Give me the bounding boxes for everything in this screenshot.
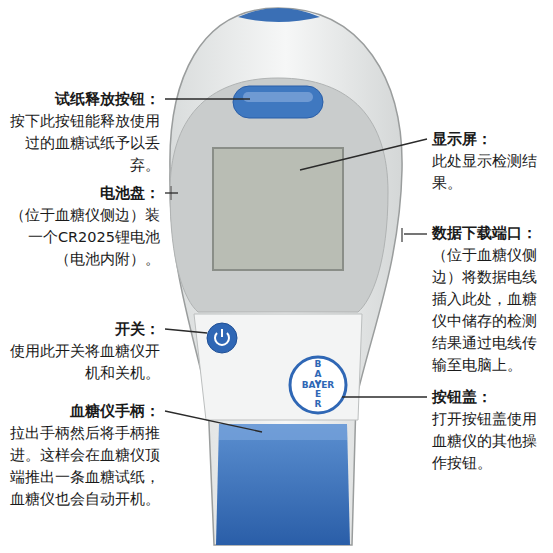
callout-label: 开关：使用此开关将血糖仪开机和关机。: [8, 318, 160, 384]
callout-label: 血糖仪手柄：拉出手柄然后将手柄推进。这样会在血糖仪顶端推出一条血糖试纸，血糖仪也…: [8, 400, 160, 510]
logo-text: BAYER: [314, 360, 323, 409]
part-name: 数据下载端口：: [432, 222, 550, 244]
part-name: 按钮盖：: [432, 386, 550, 408]
part-name: 试纸释放按钮：: [8, 88, 160, 110]
meter-shell: [170, 8, 402, 545]
part-description: 此处显示检测结果。: [432, 150, 550, 194]
logo-ring: [290, 357, 346, 413]
power-button: [207, 323, 237, 353]
callout-label: 电池盘：（位于血糖仪侧边）装一个CR2025锂电池（电池内附）。: [8, 182, 160, 270]
leader-line: [165, 329, 207, 333]
part-description: 按下此按钮能释放使用过的血糖试纸予以丢弃。: [8, 110, 160, 176]
callout-label: 显示屏：此处显示检测结果。: [432, 128, 550, 194]
part-description: 打开按钮盖使用血糖仪的其他操作按钮。: [432, 408, 550, 474]
strip-port: [238, 8, 320, 22]
leader-line: [404, 233, 427, 234]
part-name: 电池盘：: [8, 182, 160, 204]
callout-label: 按钮盖：打开按钮盖使用血糖仪的其他操作按钮。: [432, 386, 550, 474]
part-description: （位于血糖仪侧边）将数据电线插入此处，血糖仪中储存的检测结果通过电线传输至电脑上…: [432, 244, 550, 376]
part-name: 血糖仪手柄：: [8, 400, 160, 422]
leader-line: [165, 192, 178, 193]
button-highlight: [243, 92, 313, 102]
leader-line: [165, 411, 262, 432]
leader-lines: [165, 99, 427, 432]
eject-button: [233, 86, 323, 118]
leader-line: [165, 98, 250, 99]
power-symbol: [221, 329, 223, 337]
face-panel: [170, 78, 388, 312]
data-port-edge: [401, 228, 403, 242]
part-name: 开关：: [8, 318, 160, 340]
callout-label: 试纸释放按钮：按下此按钮能释放使用过的血糖试纸予以丢弃。: [8, 88, 160, 176]
leader-line: [342, 396, 427, 397]
display-screen: [213, 148, 343, 270]
part-description: 使用此开关将血糖仪开机和关机。: [8, 340, 160, 384]
part-name: 显示屏：: [432, 128, 550, 150]
leader-line: [300, 139, 427, 170]
callout-label: 数据下载端口：（位于血糖仪侧边）将数据电线插入此处，血糖仪中储存的检测结果通过电…: [432, 222, 550, 376]
button-cover: [194, 314, 362, 420]
part-description: 拉出手柄然后将手柄推进。这样会在血糖仪顶端推出一条血糖试纸，血糖仪也会自动开机。: [8, 422, 160, 510]
part-description: （位于血糖仪侧边）装一个CR2025锂电池（电池内附）。: [8, 204, 160, 270]
meter-handle: [216, 424, 350, 545]
